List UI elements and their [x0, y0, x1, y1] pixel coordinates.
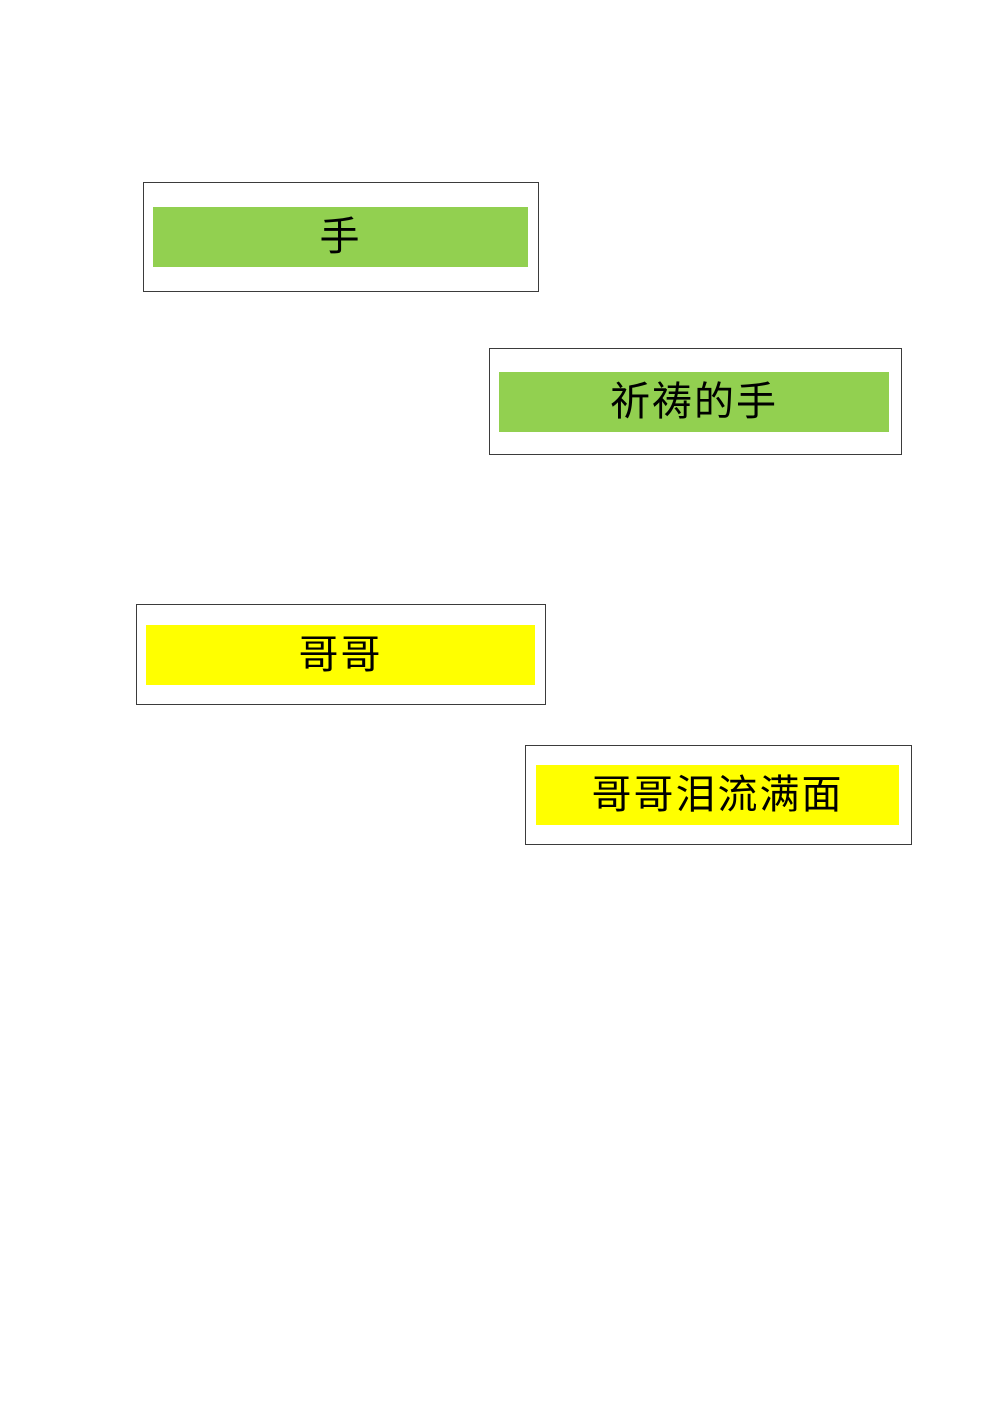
- text-box-1[interactable]: 手: [143, 182, 539, 292]
- highlight-band-green-1: 手: [153, 207, 528, 267]
- text-box-3[interactable]: 哥哥: [136, 604, 546, 705]
- text-box-3-label: 哥哥: [298, 631, 383, 678]
- text-box-4-label: 哥哥泪流满面: [591, 772, 844, 818]
- text-box-2-label: 祈祷的手: [610, 378, 778, 425]
- text-box-1-label: 手: [319, 214, 362, 260]
- highlight-band-green-2: 祈祷的手: [499, 371, 889, 432]
- text-box-2[interactable]: 祈祷的手: [489, 348, 902, 455]
- highlight-band-yellow-1: 哥哥: [146, 624, 535, 685]
- text-box-4[interactable]: 哥哥泪流满面: [525, 745, 912, 845]
- highlight-band-yellow-2: 哥哥泪流满面: [536, 765, 899, 825]
